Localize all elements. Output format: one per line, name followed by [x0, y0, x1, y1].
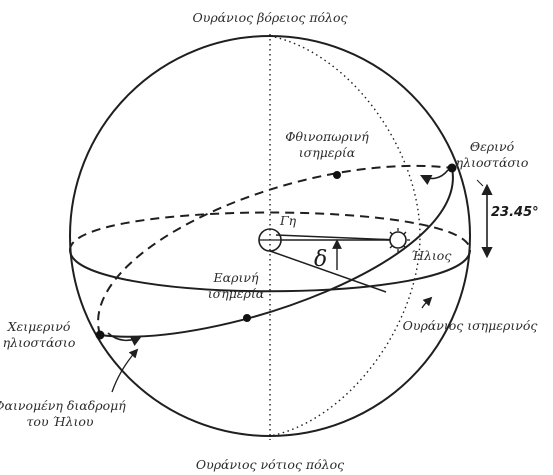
celestial-sphere-outline	[69, 35, 471, 437]
celestial-equator-front	[69, 249, 471, 293]
summer-solstice-label-line1: Θερινό	[470, 139, 515, 154]
spring-equinox-point	[243, 314, 251, 322]
autumn-equinox-label-line2: ισημερία	[299, 145, 356, 160]
apparent-path-label-line1: Φαινομένη διαδρομή	[0, 398, 126, 413]
south-pole-label: Ουράνιος νότιος πόλος	[196, 457, 344, 472]
autumn-equinox-label-line1: Φθινοπωρινή	[285, 129, 369, 144]
ecliptic-back	[97, 164, 453, 336]
tilt-tick	[476, 179, 484, 187]
summer-solstice-point	[447, 163, 457, 173]
celestial-equator-back	[69, 211, 471, 251]
summer-motion-arrow	[419, 169, 449, 186]
winter-solstice-label-line2: ηλιοστάσιο	[3, 335, 76, 350]
earth-sun-line	[275, 234, 399, 241]
earth-to-equator-line	[269, 250, 387, 293]
meridian-dotted	[269, 35, 421, 437]
spring-equinox-label-line2: ισημερία	[208, 286, 265, 301]
ecliptic-front	[99, 167, 454, 338]
equator-leader-arrow	[421, 296, 433, 309]
winter-solstice-point	[95, 330, 105, 340]
sun-label: Ήλιος	[411, 248, 451, 263]
north-pole-label: Ουράνιος βόρειος πόλος	[192, 10, 347, 25]
celestial-equator-label: Ουράνιος ισημερινός	[403, 318, 538, 333]
winter-motion-arrow	[107, 332, 143, 347]
summer-solstice-label-line2: ηλιοστάσιο	[456, 155, 529, 170]
winter-solstice-label-line1: Χειμερινό	[7, 319, 71, 334]
declination-label: δ	[314, 247, 327, 272]
earth-label: Γη	[279, 213, 297, 228]
spring-equinox-label-line1: Εαρινή	[213, 270, 259, 285]
apparent-path-label-line2: του Ήλιου	[27, 414, 94, 429]
tilt-label: 23.45°	[491, 205, 539, 220]
path-leader-arrow	[111, 348, 139, 393]
autumn-equinox-point	[333, 171, 341, 179]
sun-icon	[386, 228, 410, 252]
